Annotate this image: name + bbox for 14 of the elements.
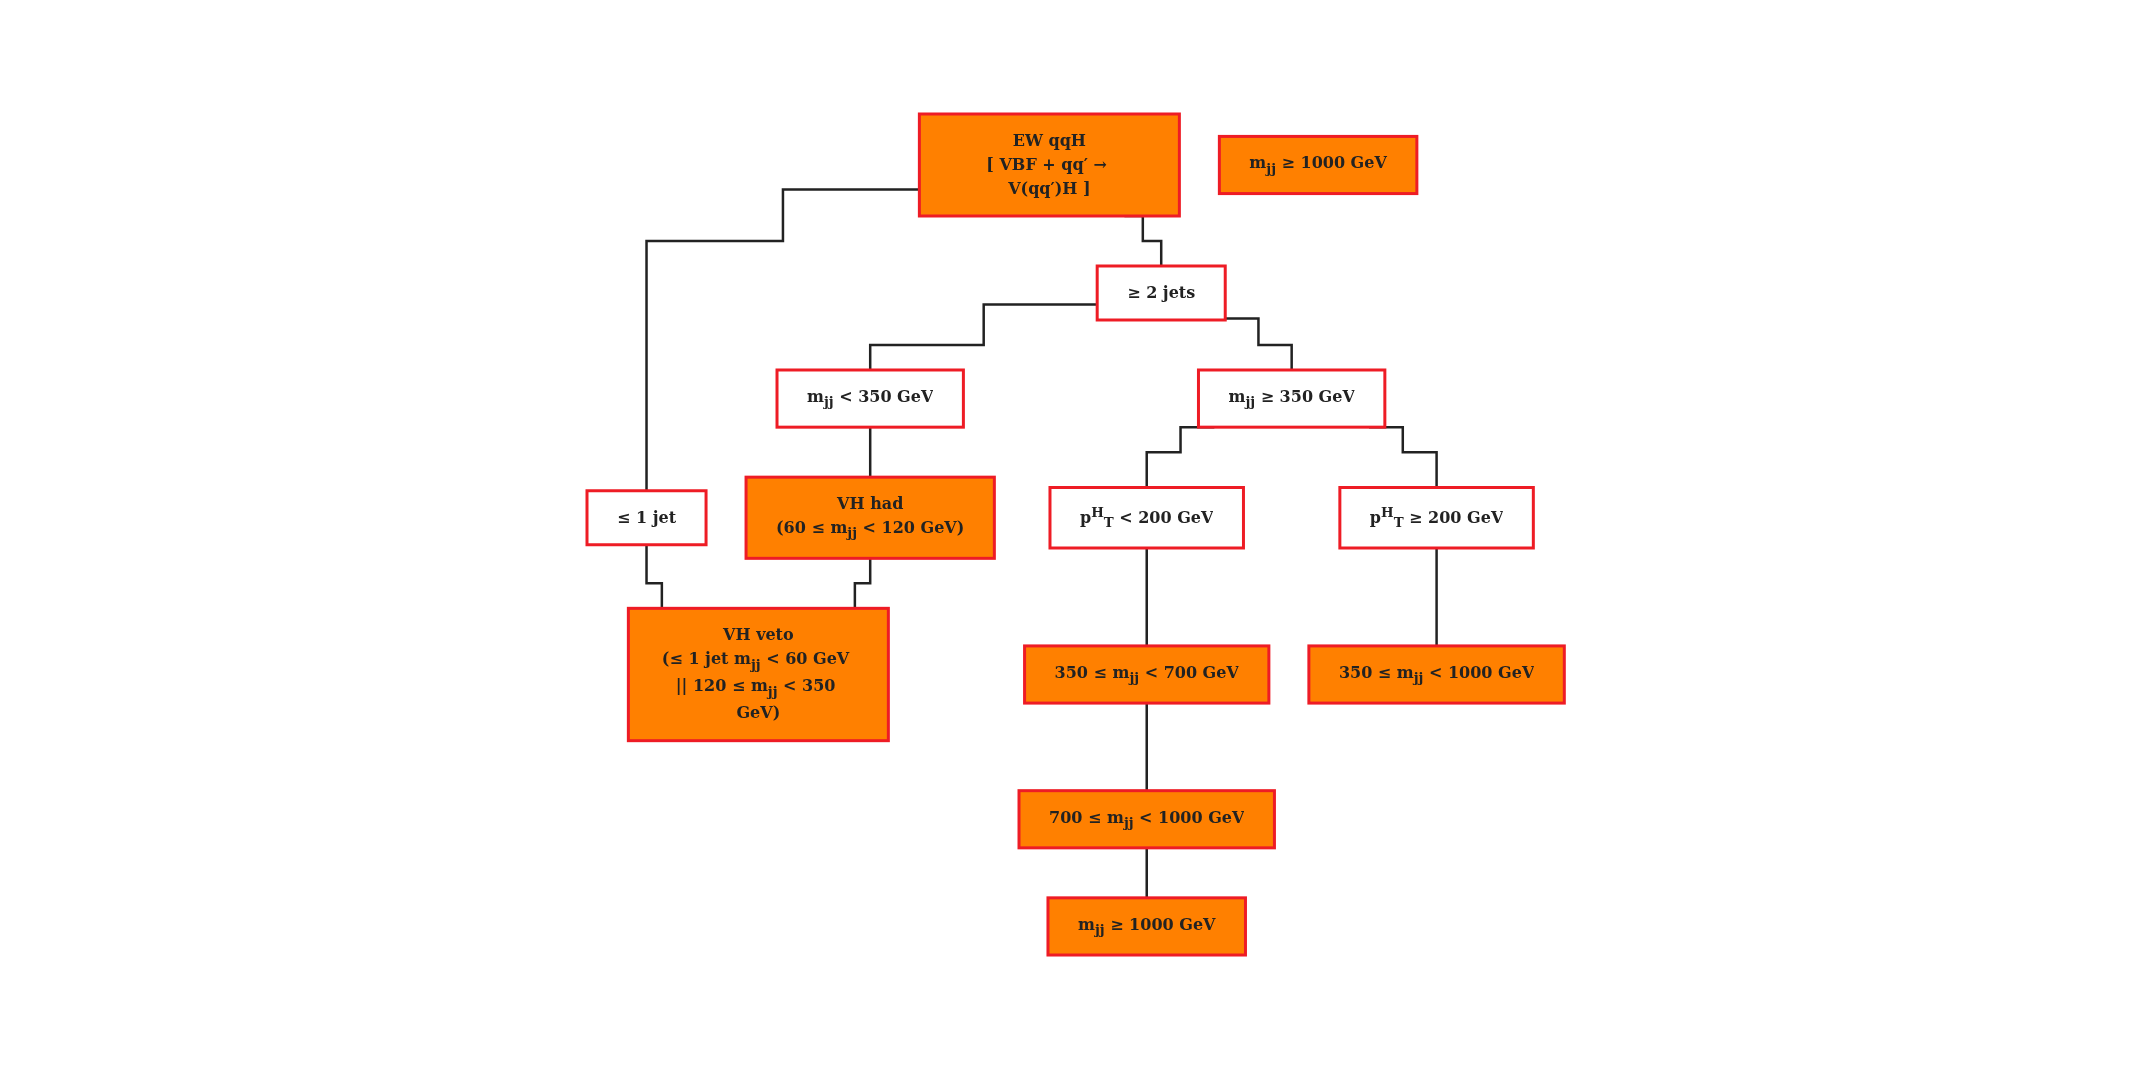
node-box: ≥ 2 jets (1096, 264, 1228, 322)
node-box: m$_{jj}$ < 350 GeV (775, 368, 966, 429)
node-box: m$_{jj}$ ≥ 1000 GeV (1046, 896, 1248, 957)
node-box: VH veto (≤ 1 jet m$_{jj}$ < 60 GeV || 120 ≤ m$_{jj}$ < 350 GeV) (627, 606, 891, 743)
node-box: EW qqH [ VBF + qq′ → V(qq′)H ] (918, 112, 1182, 218)
node-box: 350 ≤ m$_{jj}$ < 1000 GeV (1307, 644, 1567, 705)
node-box: p$^{H}$$_{T}$ < 200 GeV (1048, 486, 1246, 550)
node-box: p$^{H}$$_{T}$ ≥ 200 GeV (1338, 486, 1536, 550)
node-box: 350 ≤ m$_{jj}$ < 700 GeV (1023, 644, 1271, 705)
node-box: m$_{jj}$ ≥ 1000 GeV (1218, 134, 1419, 196)
node-box: VH had (60 ≤ m$_{jj}$ < 120 GeV) (744, 475, 997, 560)
node-box: 700 ≤ m$_{jj}$ < 1000 GeV (1017, 789, 1277, 850)
node-box: ≤ 1 jet (585, 489, 708, 547)
node-box: m$_{jj}$ ≥ 350 GeV (1197, 368, 1387, 429)
